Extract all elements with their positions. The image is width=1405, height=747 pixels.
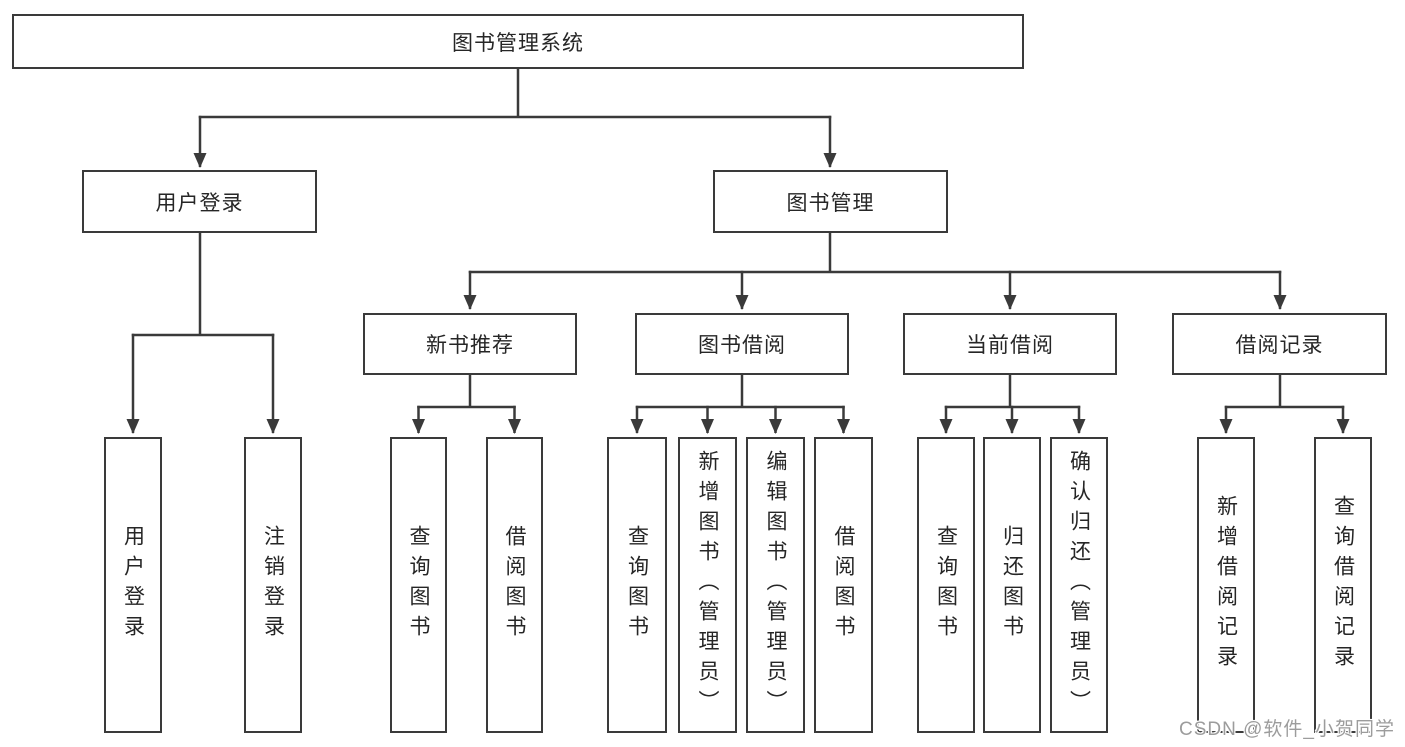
leaf-borrow-books-recommend: 借阅图书	[486, 437, 543, 733]
leaf-label: 新增图书（管理员）	[696, 450, 719, 720]
leaf-label: 注销登录	[261, 525, 285, 645]
leaf-user-login: 用户登录	[104, 437, 162, 733]
leaf-label: 用户登录	[121, 525, 145, 645]
connector-new-book-recommend-children	[412, 375, 521, 434]
leaf-query-books-current: 查询图书	[917, 437, 975, 733]
node-label: 新书推荐	[426, 334, 514, 357]
node-label: 借阅记录	[1235, 334, 1324, 357]
leaf-label: 归还图书	[1000, 525, 1024, 645]
node-label: 图书借阅	[698, 334, 786, 357]
connector-borrowing-records-children	[1219, 375, 1350, 434]
leaf-return-books: 归还图书	[983, 437, 1041, 733]
node-book-management-system: 图书管理系统	[12, 14, 1024, 69]
node-new-book-recommend: 新书推荐	[363, 313, 577, 375]
leaf-label: 查询借阅记录	[1331, 495, 1355, 675]
leaf-label: 借阅图书	[503, 525, 526, 645]
leaf-confirm-return-admin: 确认归还（管理员）	[1050, 437, 1108, 733]
node-book-management: 图书管理	[713, 170, 948, 233]
leaf-logout: 注销登录	[244, 437, 302, 733]
leaf-label: 查询图书	[407, 525, 430, 645]
connector-user-login-children	[126, 233, 280, 434]
leaf-label: 查询图书	[934, 525, 958, 645]
connector-root-to-level2	[193, 69, 837, 168]
leaf-label: 新增借阅记录	[1214, 495, 1238, 675]
leaf-edit-books-admin: 编辑图书（管理员）	[746, 437, 805, 733]
node-label: 用户登录	[155, 191, 244, 215]
leaf-label: 编辑图书（管理员）	[764, 450, 787, 720]
csdn-watermark: CSDN @软件_小贺同学	[1179, 719, 1395, 740]
leaf-query-borrow-record: 查询借阅记录	[1314, 437, 1372, 733]
node-label: 当前借阅	[966, 334, 1054, 357]
leaf-query-books-borrowing: 查询图书	[607, 437, 667, 733]
node-label: 图书管理系统	[452, 31, 584, 55]
node-user-login: 用户登录	[82, 170, 317, 233]
leaf-borrow-books-borrowing: 借阅图书	[814, 437, 873, 733]
node-borrowing-records: 借阅记录	[1172, 313, 1387, 375]
leaf-label: 查询图书	[625, 525, 649, 645]
connector-book-borrowing-children	[630, 375, 850, 434]
leaf-add-books-admin: 新增图书（管理员）	[678, 437, 737, 733]
leaf-query-books-recommend: 查询图书	[390, 437, 447, 733]
node-book-borrowing: 图书借阅	[635, 313, 849, 375]
leaf-label: 确认归还（管理员）	[1067, 450, 1091, 720]
node-label: 图书管理	[786, 191, 875, 215]
leaf-add-borrow-record: 新增借阅记录	[1197, 437, 1255, 733]
node-current-borrowing: 当前借阅	[903, 313, 1117, 375]
connector-current-borrowing-children	[939, 375, 1086, 434]
leaf-label: 借阅图书	[832, 525, 855, 645]
connector-book-management-children	[463, 233, 1287, 310]
